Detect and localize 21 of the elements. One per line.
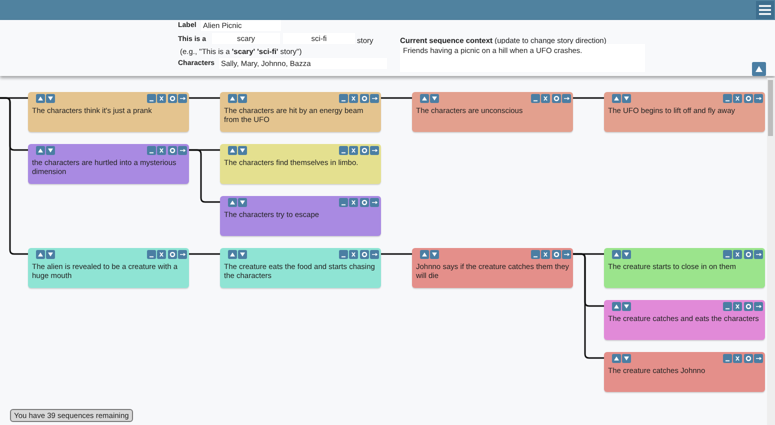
connector-line (189, 253, 220, 255)
connector-line (573, 253, 604, 359)
story-card (412, 248, 573, 288)
connector-line (381, 253, 412, 255)
story-card (220, 248, 381, 288)
story-card (220, 196, 381, 236)
story-card (220, 92, 381, 132)
story-card (604, 92, 765, 132)
story-card (412, 92, 573, 132)
story-card (604, 300, 765, 340)
story-card (604, 352, 765, 392)
story-card (28, 144, 189, 184)
story-card (604, 248, 765, 288)
connector-line (0, 97, 28, 255)
story-card (28, 92, 189, 132)
connector-line (189, 149, 220, 203)
connector-line (573, 97, 604, 99)
connector-line (381, 97, 412, 99)
story-card (28, 248, 189, 288)
connector-line (189, 97, 220, 99)
story-card (220, 144, 381, 184)
